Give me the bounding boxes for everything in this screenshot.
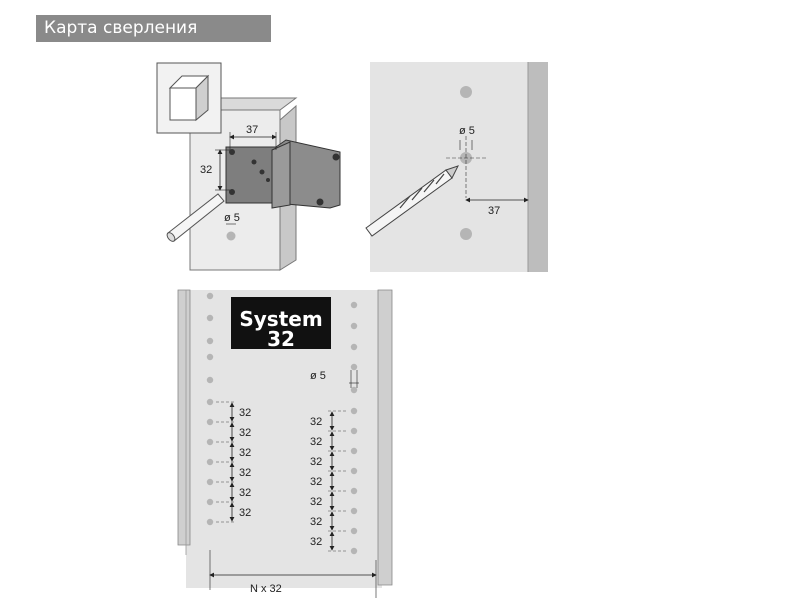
pitch-label: 32 xyxy=(310,416,322,428)
hole xyxy=(350,467,358,475)
hole xyxy=(206,458,214,466)
jig-hole-label: ø 5 xyxy=(224,212,240,224)
row-hole-label: ø 5 xyxy=(310,370,326,382)
pitch-label: 32 xyxy=(239,467,251,479)
page-title: Карта сверления xyxy=(36,15,271,42)
pitch-label: 32 xyxy=(310,476,322,488)
hole xyxy=(350,363,358,371)
hole xyxy=(350,547,358,555)
pitch-label: 32 xyxy=(239,407,251,419)
hole xyxy=(206,438,214,446)
hole xyxy=(206,376,214,384)
hole xyxy=(206,314,214,322)
drill-hole-label: ø 5 xyxy=(459,125,475,137)
hole xyxy=(206,337,214,345)
hole xyxy=(206,418,214,426)
pitch-label: 32 xyxy=(310,456,322,468)
drill-offset-label: 37 xyxy=(488,205,500,217)
hole xyxy=(350,386,358,394)
jig-illustration xyxy=(156,62,341,271)
pitch-label: 32 xyxy=(239,507,251,519)
hole xyxy=(350,407,358,415)
hole xyxy=(206,478,214,486)
pitch-dimensions: 32 32 32 32 32 32 32 32 32 32 32 32 32 xyxy=(216,370,359,552)
hole xyxy=(350,343,358,351)
drill-illustration xyxy=(365,62,548,272)
hole xyxy=(350,527,358,535)
hole xyxy=(206,353,214,361)
pitch-label: 32 xyxy=(310,436,322,448)
hole xyxy=(350,487,358,495)
jig-height-label: 32 xyxy=(200,164,212,176)
hole-rows xyxy=(206,292,358,555)
hole xyxy=(206,518,214,526)
hole xyxy=(206,292,214,300)
hole xyxy=(350,427,358,435)
hole xyxy=(350,322,358,330)
pitch-label: 32 xyxy=(239,427,251,439)
cabinet-inset xyxy=(156,62,222,134)
pitch-label: 32 xyxy=(310,536,322,548)
logo-line2: 32 xyxy=(267,327,295,351)
system32-illustration xyxy=(177,289,393,588)
logo-line1: System xyxy=(239,307,322,331)
pitch-label: 32 xyxy=(239,447,251,459)
hole xyxy=(350,447,358,455)
hole xyxy=(350,507,358,515)
pitch-label: 32 xyxy=(239,487,251,499)
hole xyxy=(206,398,214,406)
hole xyxy=(206,498,214,506)
bottom-pitch-label: N x 32 xyxy=(250,583,282,595)
hole xyxy=(350,301,358,309)
system32-logo xyxy=(231,297,331,349)
pitch-label: 32 xyxy=(310,516,322,528)
pitch-label: 32 xyxy=(310,496,322,508)
jig-width-label: 37 xyxy=(246,124,258,136)
